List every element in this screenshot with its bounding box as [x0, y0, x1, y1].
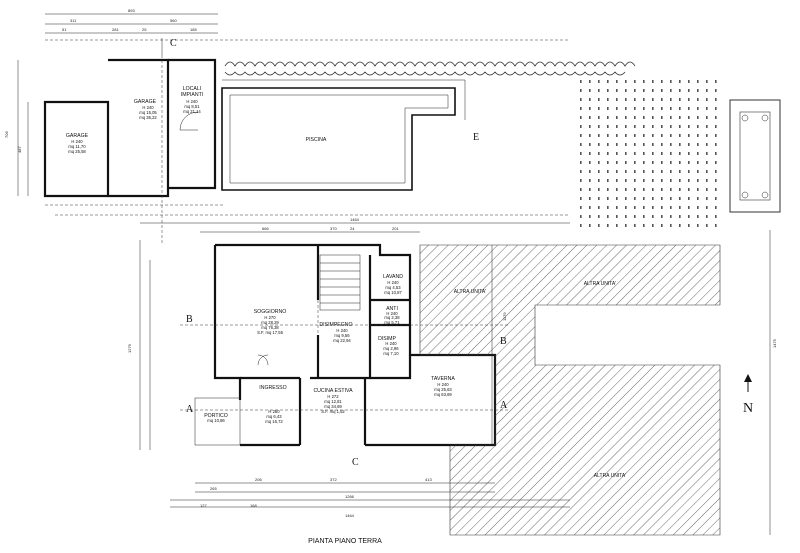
cucina-h: H 272: [327, 394, 339, 399]
dim-mid-b: 370: [330, 226, 337, 231]
north-arrow: [744, 374, 752, 392]
other-unit-label-3: ALTRA UNITA': [594, 473, 626, 479]
lavand-mq1: mq 4,53: [385, 285, 401, 290]
portico-mq: mq 10,86: [207, 418, 225, 423]
top-dimensions: 893 311 560 51 281 25 185: [45, 8, 570, 41]
soggiorno-sf: S.F. mq 17,55: [257, 330, 284, 335]
garage2-mq1: mq 15,05: [139, 110, 157, 115]
disimpegno-h: H 240: [336, 328, 348, 333]
pool: [221, 79, 466, 191]
cucina-mq2: mq 34,69: [324, 404, 342, 409]
garage2-mq2: mq 36,22: [139, 115, 157, 120]
dim-mid-d: 201: [392, 226, 399, 231]
dim-mid-total: 1464: [350, 217, 360, 222]
anti-mq1: mq 2,38: [384, 315, 400, 320]
section-marker-b-right: B: [500, 336, 507, 347]
taverna-mq2: mq 63,69: [434, 392, 452, 397]
dim-top-b: 560: [170, 18, 177, 23]
cucina-sf: S.F. mq 1,52: [321, 409, 345, 414]
dim-bottom-d: 413: [425, 477, 432, 482]
dim-right-a: 1179: [502, 312, 507, 321]
dim-top-d: 281: [112, 27, 119, 32]
garden-dots: [580, 80, 717, 227]
dim-right-b: 1475: [772, 338, 777, 348]
dim-bottom-g: 127: [200, 503, 207, 508]
right-dimensions: 1475 1179: [502, 230, 777, 535]
disimpegno-mq2: mq 22,94: [333, 338, 351, 343]
cucina-mq1: mq 12,81: [324, 399, 342, 404]
disimp-mq1: mq 2,96: [383, 346, 399, 351]
dim-bottom-total: 1464: [345, 513, 355, 518]
disimp-name: DISIMP: [378, 336, 396, 342]
section-marker-c-bottom: C: [352, 457, 359, 468]
north-label: N: [743, 401, 753, 416]
disimpegno-mq1: mq 9,56: [334, 333, 350, 338]
portico-name: PORTICO: [204, 413, 228, 419]
anti-mq2: mq 5,71: [384, 320, 400, 325]
hedge: [224, 61, 636, 76]
dim-top-e: 25: [142, 27, 147, 32]
disimp-h: H 240: [385, 341, 397, 346]
dim-top-c: 51: [62, 27, 67, 32]
garage2-name: GARAGE: [134, 99, 157, 105]
disimp-mq2: mq 7,10: [383, 351, 399, 356]
ingresso-mq2: mq 16,72: [265, 419, 283, 424]
locali-name2: IMPIANTI: [181, 92, 203, 98]
outbuildings: [43, 58, 570, 216]
dim-top-f: 185: [190, 27, 197, 32]
dim-left-c: 1279: [127, 343, 132, 353]
taverna-h: H 240: [437, 382, 449, 387]
lavand-name: LAVAND: [383, 274, 403, 280]
locali-mq2: mq 21,14: [183, 109, 201, 114]
garage1-name: GARAGE: [66, 133, 89, 139]
dim-bottom-a: 265: [210, 486, 217, 491]
dim-left-a: 706: [4, 131, 9, 138]
plan-title: PIANTA PIANO TERRA: [308, 538, 382, 545]
dim-bottom-b: 206: [255, 477, 262, 482]
section-marker-a-right: A: [500, 400, 508, 411]
section-marker-e: E: [473, 132, 479, 143]
taverna-name: TAVERNA: [431, 376, 455, 382]
dim-mid-c: 24: [350, 226, 355, 231]
dim-bottom-c: 372: [330, 477, 337, 482]
section-marker-c-top: C: [170, 38, 177, 49]
soggiorno-mq2: mq 76,38: [261, 325, 279, 330]
dim-mid-a: 666: [262, 226, 269, 231]
locali-name1: LOCALI: [183, 86, 201, 92]
dim-top-a: 311: [70, 18, 77, 23]
ingresso-mq1: mq 6,43: [266, 414, 282, 419]
bottom-dimensions: 265 206 372 413 1266 168 1464 127: [170, 477, 570, 518]
mid-dimensions: 1464 666 370 24 201: [140, 217, 570, 233]
garage1-mq1: mq 11,70: [68, 144, 86, 149]
soggiorno-h: H 270: [264, 315, 276, 320]
dim-bottom-e: 1266: [345, 494, 355, 499]
left-dimensions: 706 487 1279: [4, 60, 151, 450]
garage2-h: H 240: [142, 105, 154, 110]
soggiorno-name: SOGGIORNO: [254, 309, 287, 315]
taverna-mq1: mq 25,63: [434, 387, 452, 392]
other-units: [419, 244, 721, 536]
planter: [729, 99, 781, 213]
garage1-mq2: mq 25,58: [68, 149, 86, 154]
cucina-name: CUCINA ESTIVA: [313, 388, 353, 394]
dim-left-b: 487: [17, 146, 22, 153]
dim-bottom-f: 168: [250, 503, 257, 508]
section-marker-b-left: B: [186, 314, 193, 325]
garage1-h: H 240: [71, 139, 83, 144]
anti-h: H 240: [386, 311, 398, 316]
lavand-mq2: mq 10,87: [384, 290, 402, 295]
ingresso-name: INGRESSO: [259, 385, 286, 391]
locali-h: H 240: [186, 99, 198, 104]
section-marker-a-left: A: [186, 404, 194, 415]
ingresso-h: H 260: [268, 409, 280, 414]
other-unit-label-1: ALTRA UNITA': [454, 289, 486, 295]
piscina-name: PISCINA: [306, 137, 327, 143]
lavand-h: H 240: [387, 280, 399, 285]
other-unit-label-2: ALTRA UNITA': [584, 281, 616, 287]
locali-mq1: mq 8,51: [184, 104, 200, 109]
anti-name: ANTI: [386, 306, 398, 312]
soggiorno-mq1: mq 28,29: [261, 320, 279, 325]
dim-top-total: 893: [128, 8, 135, 13]
